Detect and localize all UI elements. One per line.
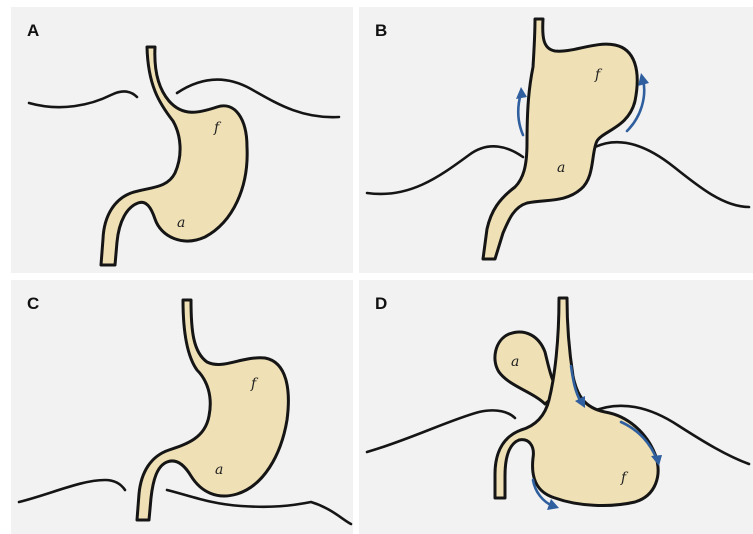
stomach	[137, 300, 288, 520]
panel-c: f a C	[11, 280, 353, 534]
panel-b-drawing: f a	[359, 7, 753, 273]
panel-d-letter: D	[375, 294, 387, 314]
panel-d-drawing: a f	[359, 280, 753, 534]
diaphragm-line	[19, 480, 125, 502]
panel-b: f a B	[359, 7, 753, 273]
panel-c-letter: C	[27, 294, 39, 314]
panel-d: a f D	[359, 280, 753, 534]
diaphragm-line	[367, 410, 515, 452]
panel-c-drawing: f a	[11, 280, 353, 534]
antrum-label: a	[511, 354, 519, 370]
arrowhead	[516, 87, 527, 99]
diaphragm-line	[167, 490, 351, 524]
diaphragm-line	[595, 142, 749, 207]
antrum-label: a	[215, 462, 223, 478]
movement-arrow	[518, 93, 523, 135]
stomach	[483, 19, 637, 259]
diaphragm-line	[367, 146, 523, 194]
antrum-label: a	[557, 160, 565, 176]
panel-a-letter: A	[27, 21, 39, 41]
panel-b-letter: B	[375, 21, 387, 41]
arrowhead	[638, 73, 649, 86]
panel-a-drawing: f a	[11, 7, 353, 273]
panel-a: f a A	[11, 7, 353, 273]
diaphragm-line	[29, 91, 137, 107]
antrum-label: a	[177, 215, 185, 231]
